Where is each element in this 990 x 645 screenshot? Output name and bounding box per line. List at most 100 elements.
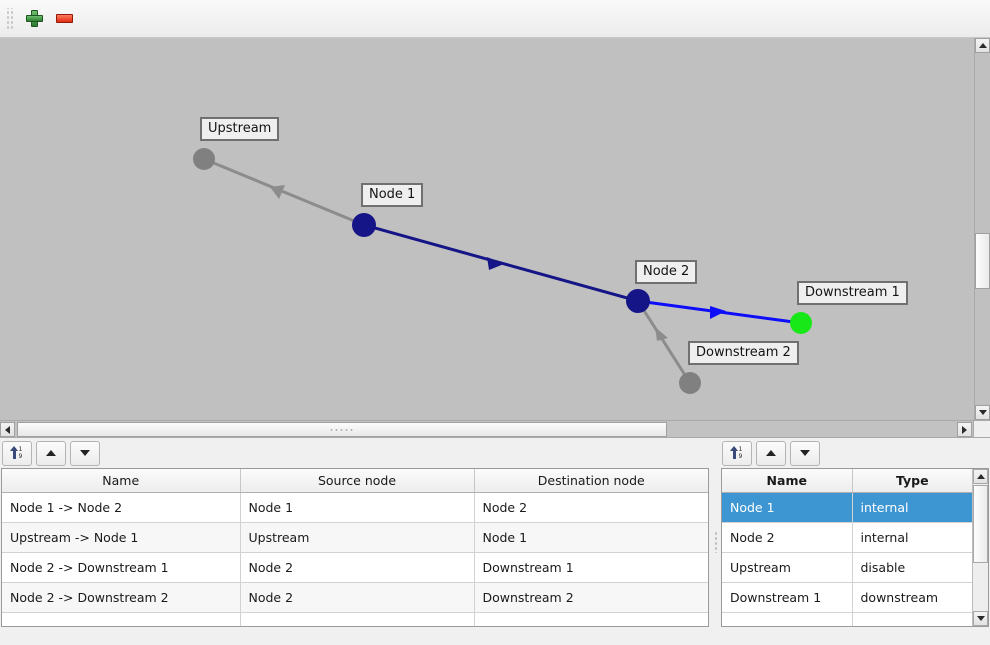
edges-column-source[interactable]: Source node (240, 469, 475, 493)
nodes-table-header-row: Name Type (722, 469, 972, 493)
node-name[interactable]: Upstream (722, 552, 853, 583)
nodes-table: Name Type Node 1 internal Node 2 interna… (722, 469, 972, 626)
edge-source[interactable]: Node 2 (240, 552, 475, 583)
graph-scroll-left-button[interactable] (0, 422, 15, 437)
scroll-thumb-grip (329, 427, 355, 432)
table-empty-row (722, 612, 972, 626)
node-name[interactable]: Node 1 (722, 492, 853, 523)
nodes-panel-footer (720, 627, 990, 645)
table-row[interactable]: Node 1 -> Node 2 Node 1 Node 2 (2, 492, 708, 523)
add-button[interactable] (19, 5, 49, 33)
graph-scroll-right-button[interactable] (957, 422, 972, 437)
remove-button[interactable] (49, 5, 79, 33)
graph-node-node1[interactable] (352, 213, 376, 237)
node-type[interactable]: disable (852, 552, 972, 583)
nodes-table-vertical-scrollbar[interactable] (972, 469, 988, 626)
edge-destination[interactable]: Node 1 (474, 522, 708, 553)
graph-label-upstream[interactable]: Upstream (200, 117, 280, 141)
edge-destination[interactable]: Node 2 (474, 492, 708, 523)
edges-table-header-row: Name Source node Destination node (2, 469, 708, 493)
edge-name[interactable]: Node 2 -> Downstream 2 (2, 582, 241, 613)
edges-move-up-button[interactable] (36, 440, 66, 466)
edges-move-down-button[interactable] (70, 440, 100, 466)
edge-source[interactable]: Node 2 (240, 582, 475, 613)
nodes-column-name[interactable]: Name (722, 469, 853, 493)
node-type[interactable]: internal (852, 522, 972, 553)
node-type[interactable]: internal (852, 492, 972, 523)
nodes-scroll-down-button[interactable] (973, 611, 988, 626)
scrollbar-corner (973, 420, 990, 437)
graph-horizontal-scroll-thumb[interactable] (17, 422, 667, 437)
table-row[interactable]: Node 2 internal (722, 522, 972, 553)
triangle-down-icon (800, 450, 810, 456)
graph-label-node1[interactable]: Node 1 (361, 183, 424, 207)
graph-view[interactable]: Upstream Node 1 Node 2 Downstream 1 Down… (0, 38, 990, 438)
edges-panel-footer (0, 627, 710, 645)
minus-icon (55, 14, 73, 23)
edge-name[interactable]: Upstream -> Node 1 (2, 522, 241, 553)
nodes-scroll-up-button[interactable] (973, 469, 988, 484)
graph-label-downstream1[interactable]: Downstream 1 (797, 281, 908, 305)
nodes-move-down-button[interactable] (790, 440, 820, 466)
graph-label-downstream2[interactable]: Downstream 2 (688, 341, 799, 365)
chevron-down-icon (976, 616, 985, 621)
edges-column-destination[interactable]: Destination node (474, 469, 708, 493)
graph-canvas[interactable]: Upstream Node 1 Node 2 Downstream 1 Down… (0, 38, 968, 420)
graph-label-node2[interactable]: Node 2 (635, 260, 698, 284)
splitter-grip (713, 530, 717, 553)
table-empty-row (2, 612, 708, 626)
graph-vertical-scroll-thumb[interactable] (975, 233, 990, 289)
table-row[interactable]: Upstream disable (722, 552, 972, 583)
empty-cell (240, 612, 475, 626)
edge-upstream-node1[interactable] (203, 157, 365, 227)
empty-cell (2, 612, 241, 626)
node-name[interactable]: Downstream 1 (722, 582, 853, 613)
graph-node-upstream[interactable] (193, 148, 215, 170)
edge-destination[interactable]: Downstream 1 (474, 552, 708, 583)
graph-svg (193, 148, 812, 394)
graph-scroll-up-button[interactable] (975, 38, 990, 53)
table-row[interactable]: Node 2 -> Downstream 2 Node 2 Downstream… (2, 582, 708, 613)
nodes-vertical-scroll-thumb[interactable] (973, 485, 988, 563)
chevron-up-icon (976, 474, 985, 479)
plus-icon (25, 10, 43, 27)
panel-splitter[interactable] (710, 438, 720, 645)
edge-source[interactable]: Upstream (240, 522, 475, 553)
triangle-up-icon (766, 450, 776, 456)
empty-cell (852, 612, 972, 626)
edge-node2-downstream1[interactable] (637, 299, 802, 325)
node-name[interactable]: Node 2 (722, 522, 853, 553)
nodes-column-type[interactable]: Type (852, 469, 972, 493)
nodes-move-up-button[interactable] (756, 440, 786, 466)
edge-source[interactable]: Node 1 (240, 492, 475, 523)
edge-destination[interactable]: Downstream 2 (474, 582, 708, 613)
table-row[interactable]: Node 1 internal (722, 492, 972, 523)
edges-column-name[interactable]: Name (2, 469, 241, 493)
table-row[interactable]: Node 2 -> Downstream 1 Node 2 Downstream… (2, 552, 708, 583)
graph-node-downstream2[interactable] (679, 372, 701, 394)
toolbar-drag-handle[interactable] (6, 7, 13, 30)
chevron-up-icon (978, 43, 987, 48)
graph-vertical-scrollbar[interactable] (974, 38, 990, 420)
edge-name[interactable]: Node 1 -> Node 2 (2, 492, 241, 523)
graph-scroll-down-button[interactable] (975, 405, 990, 420)
edge-node1-node2[interactable] (363, 223, 639, 303)
edge-name[interactable]: Node 2 -> Downstream 1 (2, 552, 241, 583)
node-type[interactable]: downstream (852, 582, 972, 613)
graph-node-downstream1[interactable] (790, 312, 812, 334)
table-row[interactable]: Upstream -> Node 1 Upstream Node 1 (2, 522, 708, 553)
triangle-down-icon (80, 450, 90, 456)
graph-horizontal-scrollbar[interactable] (0, 420, 990, 437)
edge-node2-downstream2[interactable] (636, 300, 692, 384)
table-row[interactable]: Downstream 1 downstream (722, 582, 972, 613)
graph-node-node2[interactable] (626, 289, 650, 313)
